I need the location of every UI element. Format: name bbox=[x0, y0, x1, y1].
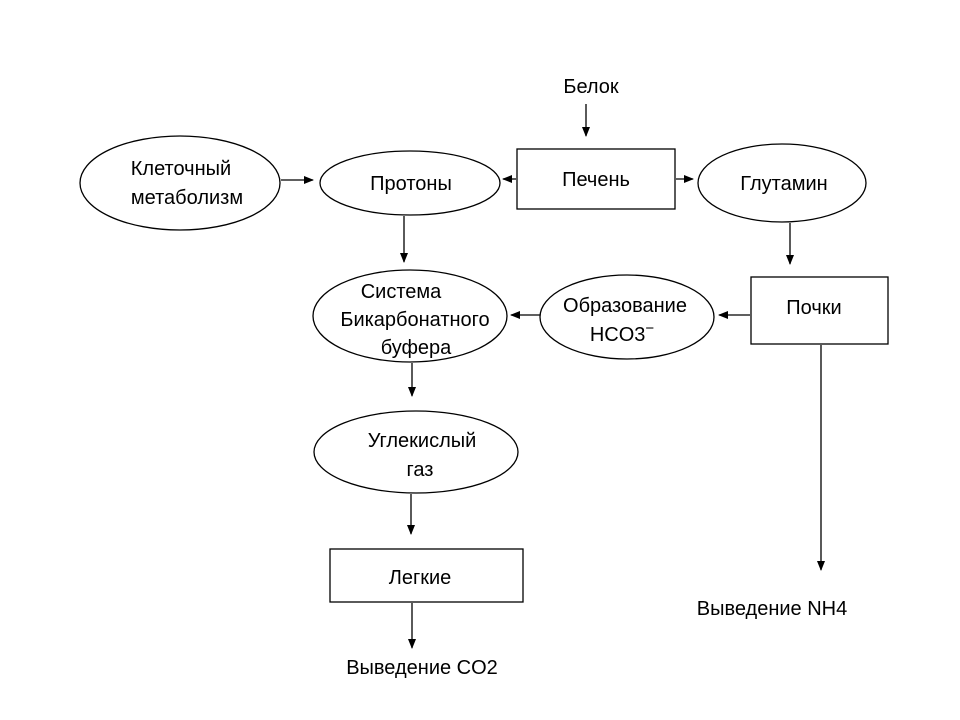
hco3-text: HCO3 bbox=[590, 324, 646, 346]
hco3-formation-ellipse bbox=[539, 274, 715, 360]
kidneys-box bbox=[750, 276, 889, 345]
cellular-metabolism-ellipse bbox=[79, 135, 281, 231]
protons-label: Протоны bbox=[370, 173, 452, 195]
bicarbonate-buffer-node: Система Бикарбонатного буфера bbox=[312, 269, 508, 363]
bicarbonate-buffer-label-line2: Бикарбонатного bbox=[340, 309, 489, 331]
glutamine-node: Глутамин bbox=[697, 143, 867, 223]
liver-box bbox=[516, 148, 676, 210]
protons-node: Протоны bbox=[319, 150, 501, 216]
hco3-formation-label-line1: Образование bbox=[563, 295, 687, 317]
nh4-excretion-label: Выведение NH4 bbox=[697, 598, 848, 620]
carbon-dioxide-ellipse bbox=[313, 410, 519, 494]
lungs-box bbox=[329, 548, 524, 603]
bicarbonate-buffer-label-line3: буфера bbox=[381, 337, 452, 359]
liver-node: Печень bbox=[516, 148, 676, 210]
carbon-dioxide-label-line2: газ bbox=[407, 459, 434, 481]
cellular-metabolism-label-line2: метаболизм bbox=[131, 187, 243, 209]
protons-ellipse bbox=[319, 150, 501, 216]
bicarbonate-buffer-label-line1: Система bbox=[361, 281, 442, 303]
hco3-formation-label-line2: HCO3− bbox=[590, 320, 655, 346]
glutamine-ellipse bbox=[697, 143, 867, 223]
carbon-dioxide-node: Углекислый газ bbox=[313, 410, 519, 494]
lungs-label: Легкие bbox=[389, 567, 452, 589]
hco3-formation-node: Образование HCO3− bbox=[539, 274, 715, 360]
cellular-metabolism-node: Клеточный метаболизм bbox=[79, 135, 281, 231]
co2-excretion-label: Выведение CO2 bbox=[346, 657, 498, 679]
kidneys-label: Почки bbox=[786, 297, 841, 319]
protein-label: Белок bbox=[563, 76, 619, 98]
lungs-node: Легкие bbox=[329, 548, 524, 603]
kidneys-node: Почки bbox=[750, 276, 889, 345]
cellular-metabolism-label-line1: Клеточный bbox=[131, 158, 231, 180]
liver-label: Печень bbox=[562, 169, 630, 191]
hco3-charge: − bbox=[645, 320, 654, 337]
carbon-dioxide-label-line1: Углекислый bbox=[368, 430, 477, 452]
glutamine-label: Глутамин bbox=[740, 173, 827, 195]
bicarbonate-buffer-ellipse bbox=[312, 269, 508, 363]
